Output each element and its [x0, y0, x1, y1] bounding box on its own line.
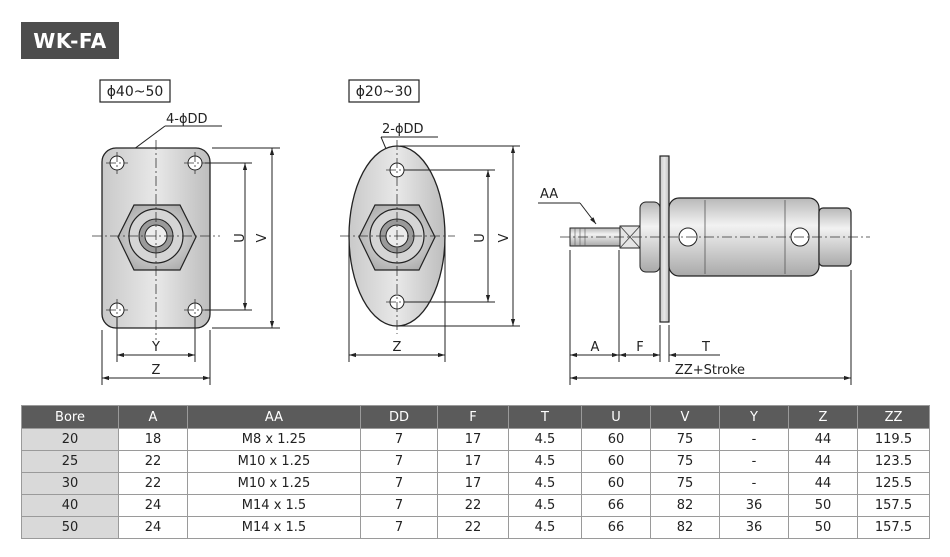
dim-zz-stroke: ZZ+Stroke [675, 363, 745, 378]
cell-bore: 30 [21, 472, 119, 495]
dim-u-small: U [473, 233, 488, 243]
hole-label-small: 2-ϕDD [382, 122, 424, 137]
cell-a: 22 [118, 472, 188, 495]
cell-f: 22 [437, 494, 509, 517]
table-row: 25 22 M10 x 1.25 7 17 4.5 60 75 - 44 123… [21, 450, 930, 473]
table-row: 40 24 M14 x 1.5 7 22 4.5 66 82 36 50 157… [21, 494, 930, 517]
dim-y-large: Y [151, 340, 160, 355]
cell-v: 75 [650, 472, 720, 495]
cell-u: 60 [581, 450, 651, 473]
cell-v: 75 [650, 428, 720, 451]
cell-aa: M8 x 1.25 [187, 428, 361, 451]
dim-v-large: V [255, 233, 270, 242]
cell-v: 82 [650, 494, 720, 517]
cell-z: 50 [788, 494, 858, 517]
cell-a: 24 [118, 494, 188, 517]
cell-z: 44 [788, 428, 858, 451]
col-a: A [118, 405, 188, 429]
col-v: V [650, 405, 720, 429]
table-row: 30 22 M10 x 1.25 7 17 4.5 60 75 - 44 125… [21, 472, 930, 495]
col-f: F [437, 405, 509, 429]
cell-dd: 7 [360, 450, 438, 473]
cell-bore: 50 [21, 516, 119, 539]
front-view-large: ϕ40~50 4-ϕDD [92, 79, 280, 385]
dim-z-large: Z [152, 363, 161, 378]
cell-zz: 157.5 [857, 494, 930, 517]
spec-table: Bore A AA DD F T U V Y Z ZZ 20 18 M8 x 1… [21, 405, 930, 539]
dim-u-large: U [233, 233, 248, 243]
cell-f: 22 [437, 516, 509, 539]
cell-u: 66 [581, 516, 651, 539]
cell-zz: 157.5 [857, 516, 930, 539]
col-dd: DD [360, 405, 438, 429]
cell-dd: 7 [360, 494, 438, 517]
cell-z: 44 [788, 450, 858, 473]
cell-u: 66 [581, 494, 651, 517]
side-view: AA [538, 155, 870, 385]
table-header-row: Bore A AA DD F T U V Y Z ZZ [21, 405, 930, 429]
cell-f: 17 [437, 450, 509, 473]
cell-dd: 7 [360, 516, 438, 539]
dim-z-small: Z [393, 340, 402, 355]
cell-y: - [719, 472, 789, 495]
cell-y: - [719, 428, 789, 451]
col-zz: ZZ [857, 405, 930, 429]
cell-f: 17 [437, 428, 509, 451]
dim-f: F [636, 340, 643, 355]
cell-zz: 119.5 [857, 428, 930, 451]
thread-label: AA [540, 187, 558, 202]
col-aa: AA [187, 405, 361, 429]
cell-a: 22 [118, 450, 188, 473]
cell-zz: 125.5 [857, 472, 930, 495]
hole-label-large: 4-ϕDD [166, 112, 208, 127]
cell-aa: M14 x 1.5 [187, 494, 361, 517]
cell-zz: 123.5 [857, 450, 930, 473]
model-title: WK-FA [21, 22, 119, 59]
cell-t: 4.5 [508, 472, 582, 495]
cell-u: 60 [581, 428, 651, 451]
cell-v: 82 [650, 516, 720, 539]
cell-dd: 7 [360, 472, 438, 495]
col-z: Z [788, 405, 858, 429]
table-row: 50 24 M14 x 1.5 7 22 4.5 66 82 36 50 157… [21, 516, 930, 539]
cell-bore: 25 [21, 450, 119, 473]
cell-bore: 20 [21, 428, 119, 451]
cell-v: 75 [650, 450, 720, 473]
front-view-small: ϕ20~30 2-ϕDD U V [340, 79, 520, 362]
cell-t: 4.5 [508, 494, 582, 517]
cell-t: 4.5 [508, 428, 582, 451]
cell-f: 17 [437, 472, 509, 495]
cell-u: 60 [581, 472, 651, 495]
col-t: T [508, 405, 582, 429]
cell-t: 4.5 [508, 516, 582, 539]
cell-aa: M14 x 1.5 [187, 516, 361, 539]
cell-a: 18 [118, 428, 188, 451]
col-u: U [581, 405, 651, 429]
dim-a: A [591, 340, 600, 355]
technical-drawing: ϕ40~50 4-ϕDD [92, 79, 870, 385]
cell-t: 4.5 [508, 450, 582, 473]
cell-z: 50 [788, 516, 858, 539]
cell-bore: 40 [21, 494, 119, 517]
cell-y: 36 [719, 516, 789, 539]
size-label-large: ϕ40~50 [107, 84, 164, 100]
col-y: Y [719, 405, 789, 429]
col-bore: Bore [21, 405, 119, 429]
size-label-small: ϕ20~30 [356, 84, 413, 100]
dim-v-small: V [497, 233, 512, 242]
cell-z: 44 [788, 472, 858, 495]
cell-aa: M10 x 1.25 [187, 472, 361, 495]
cell-dd: 7 [360, 428, 438, 451]
cell-y: 36 [719, 494, 789, 517]
cell-aa: M10 x 1.25 [187, 450, 361, 473]
table-row: 20 18 M8 x 1.25 7 17 4.5 60 75 - 44 119.… [21, 428, 930, 451]
dim-t: T [701, 340, 710, 355]
cell-y: - [719, 450, 789, 473]
cell-a: 24 [118, 516, 188, 539]
